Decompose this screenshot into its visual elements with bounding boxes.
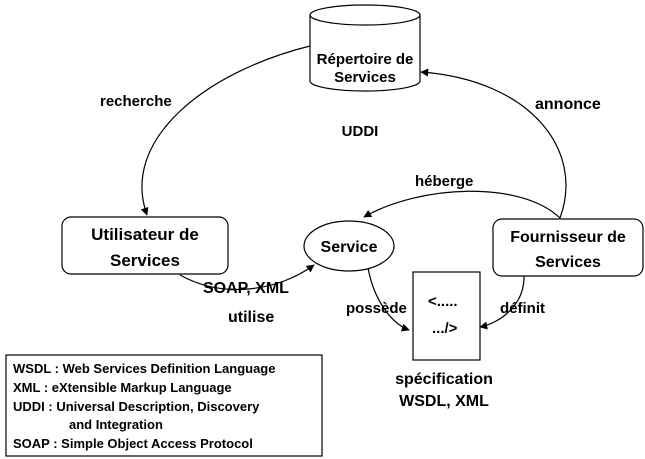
service-node: Service: [303, 220, 395, 272]
legend-entry-continuation: and Integration: [69, 417, 163, 432]
edge-annonce: [420, 68, 567, 219]
legend-entry: UDDI : Universal Description, Discovery: [13, 399, 260, 414]
consumer-label-line2: Services: [110, 251, 180, 270]
legend-entry: XML : eXtensible Markup Language: [13, 380, 232, 395]
registry-label-line2: Services: [334, 69, 396, 86]
edge-heberge: [363, 190, 561, 219]
edge-definit: [479, 274, 525, 330]
label-possede: possède: [346, 300, 407, 317]
label-annonce: annonce: [535, 96, 601, 113]
document-line2: .../>: [432, 320, 458, 337]
label-utilise: utilise: [228, 309, 274, 326]
document-caption-line1: spécification: [395, 371, 493, 388]
label-recherche: recherche: [100, 93, 172, 110]
label-definit: définit: [500, 300, 545, 317]
document-node: <..... .../>: [412, 271, 481, 361]
edge-possede: [367, 267, 410, 332]
provider-label-line1: Fournisseur de: [510, 229, 626, 246]
edge-utilise: [179, 264, 315, 291]
consumer-node: Utilisateur de Services: [61, 216, 229, 275]
legend-entry: WSDL : Web Services Definition Language: [13, 361, 275, 376]
registry-node: Répertoire de Services: [309, 4, 421, 92]
edge-recherche: [140, 45, 311, 216]
consumer-label-line1: Utilisateur de: [91, 225, 199, 244]
legend-box: WSDL : Web Services Definition Language …: [5, 354, 323, 457]
document-line1: <.....: [428, 293, 458, 310]
legend-entry: SOAP : Simple Object Access Protocol: [13, 436, 253, 451]
provider-node: Fournisseur de Services: [492, 218, 644, 277]
document-caption-line2: WSDL, XML: [399, 393, 489, 410]
registry-caption: UDDI: [342, 123, 379, 140]
registry-label-line1: Répertoire de: [317, 51, 414, 68]
label-heberge: héberge: [415, 173, 473, 190]
service-label: Service: [321, 239, 378, 256]
provider-label-line2: Services: [535, 254, 601, 271]
label-soap-xml: SOAP, XML: [203, 280, 289, 297]
